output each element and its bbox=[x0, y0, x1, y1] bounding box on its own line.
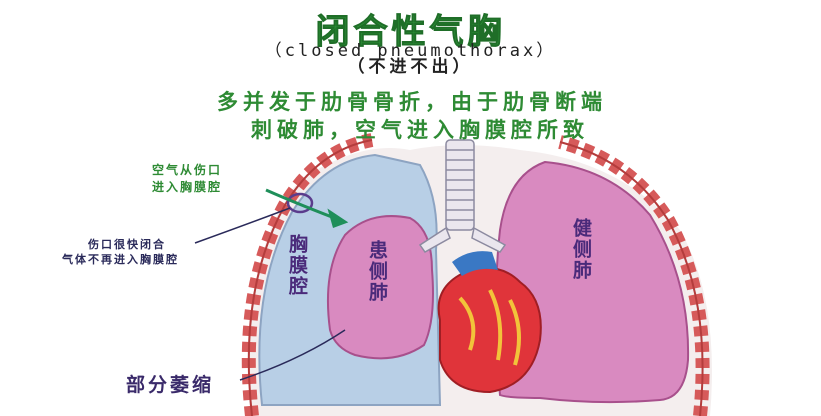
title-chinese: 闭合性气胸 bbox=[315, 12, 506, 53]
label-wound-closed-1: 伤口很快闭合 bbox=[88, 238, 166, 251]
label-partial-atrophy: 部分萎缩 bbox=[126, 374, 215, 396]
trachea bbox=[418, 139, 507, 253]
label-wound-closed-2: 气体不再进入胸膜腔 bbox=[62, 253, 179, 266]
title-note: （不进不出） bbox=[347, 57, 474, 77]
healthy-lung-shape bbox=[495, 160, 690, 404]
label-affected-lung: 患侧肺 bbox=[366, 240, 388, 303]
heart bbox=[437, 251, 542, 394]
description-line-2: 刺破肺，空气进入胸膜腔所致 bbox=[251, 118, 589, 142]
title-english: （closed pneumothorax） bbox=[264, 41, 557, 61]
label-air-entry-2: 进入胸膜腔 bbox=[152, 180, 223, 194]
atrophy-leader bbox=[239, 329, 346, 381]
label-air-entry-1: 空气从伤口 bbox=[152, 163, 223, 177]
label-healthy-lung: 健侧肺 bbox=[570, 218, 592, 281]
description-line-1: 多并发于肋骨骨折，由于肋骨断端 bbox=[217, 90, 607, 114]
wound-closed-leader bbox=[194, 207, 291, 244]
wound-circle bbox=[286, 192, 314, 214]
affected-lung-shape bbox=[326, 215, 434, 360]
label-pleural-cavity: 胸膜腔 bbox=[286, 234, 308, 297]
